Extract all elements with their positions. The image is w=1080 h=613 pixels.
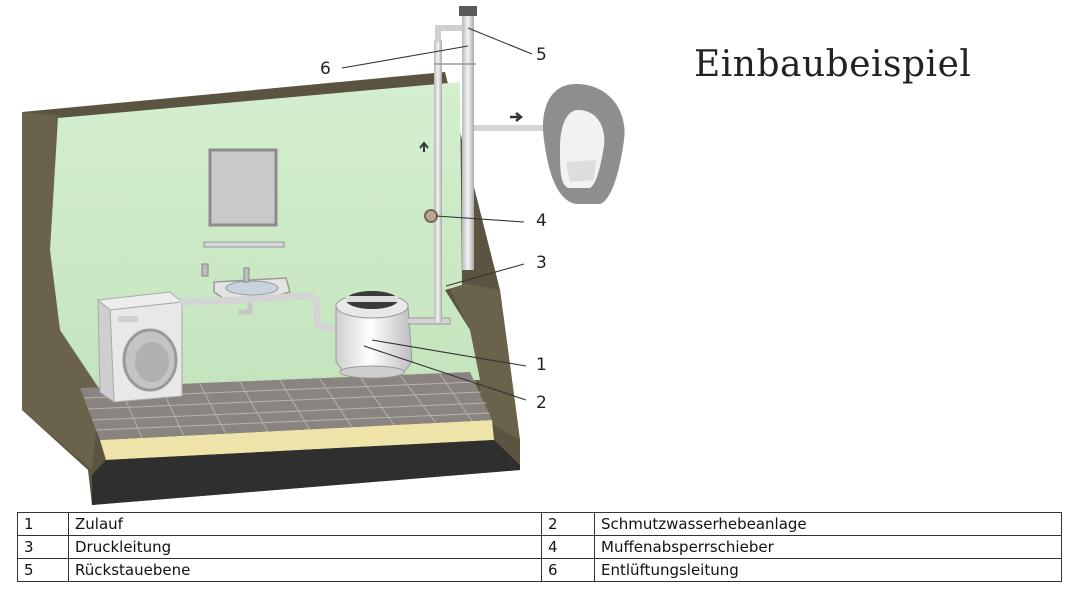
- legend-row: 5 Rückstauebene 6 Entlüftungsleitung: [17, 558, 1062, 582]
- lifting-station: [335, 291, 451, 379]
- legend-row: 3 Druckleitung 4 Muffenabsperrschieber: [17, 535, 1062, 559]
- callout-5: 5: [536, 45, 547, 65]
- legend-row: 1 Zulauf 2 Schmutzwasserhebeanlage: [17, 512, 1062, 536]
- inflow-pipe: [179, 292, 339, 334]
- legend-number: 6: [541, 558, 595, 582]
- gate-valve: [424, 209, 438, 223]
- legend-label: Schmutzwasserhebeanlage: [594, 512, 1062, 536]
- vent-pipe: [459, 6, 477, 270]
- callout-3: 3: [536, 253, 547, 273]
- callout-2: 2: [536, 393, 547, 413]
- installation-diagram: 6 5 4 3 1 2: [22, 6, 625, 505]
- legend-number: 4: [541, 535, 595, 559]
- legend-number: 5: [17, 558, 69, 582]
- legend-label: Rückstauebene: [68, 558, 542, 582]
- page-title: Einbaubeispiel: [694, 44, 972, 85]
- legend-label: Zulauf: [68, 512, 542, 536]
- washing-machine: [96, 291, 184, 404]
- flow-arrow-up-icon: [419, 141, 429, 152]
- legend-label: Druckleitung: [68, 535, 542, 559]
- leader-lines: [341, 27, 533, 401]
- callout-4: 4: [536, 211, 547, 231]
- tiled-floor: [80, 372, 492, 440]
- legend-number: 1: [17, 512, 69, 536]
- mirror: [208, 148, 278, 227]
- legend-number: 2: [541, 512, 595, 536]
- foundation: [92, 420, 520, 505]
- shelf: [203, 241, 285, 248]
- callout-1: 1: [536, 355, 547, 375]
- legend-table: 1 Zulauf 2 Schmutzwasserhebeanlage 3 Dru…: [17, 512, 1062, 582]
- callout-6: 6: [320, 59, 331, 79]
- legend-label: Entlüftungsleitung: [594, 558, 1062, 582]
- sewer-cross-section: [543, 84, 625, 204]
- legend-number: 3: [17, 535, 69, 559]
- flow-arrow-right-icon: [510, 112, 524, 122]
- legend-label: Muffenabsperrschieber: [594, 535, 1062, 559]
